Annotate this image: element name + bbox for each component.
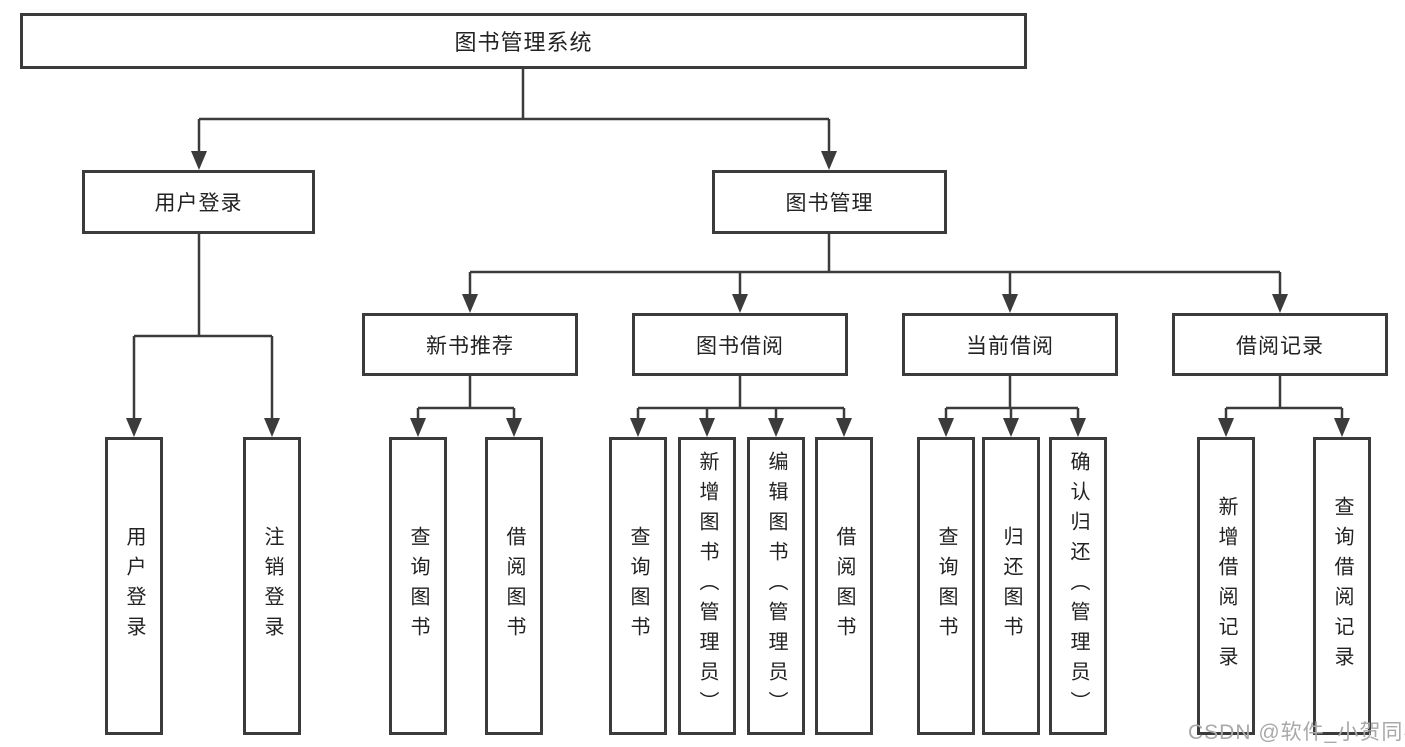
leaf-label: 查询借阅记录: [1331, 496, 1353, 676]
leaf-label: 用户登录: [123, 526, 145, 646]
arrowhead: [1334, 418, 1350, 437]
arrowhead: [462, 294, 478, 313]
leaf-label: 查询图书: [935, 526, 957, 646]
leaf-label: 借阅图书: [503, 526, 525, 646]
leaf-return-book: 归还图书: [982, 437, 1040, 735]
arrowhead: [699, 418, 715, 437]
node-borrowing-records: 借阅记录: [1172, 313, 1388, 376]
node-library-management-system: 图书管理系统: [20, 13, 1027, 69]
arrowhead: [732, 294, 748, 313]
arrowhead: [630, 418, 646, 437]
leaf-label: 确认归还（管理员）: [1067, 451, 1089, 721]
arrowhead: [836, 418, 852, 437]
leaf-label: 注销登录: [261, 526, 283, 646]
csdn-watermark: CSDN @软件_小贺同学: [1188, 721, 1405, 744]
leaf-query-books-recommend: 查询图书: [389, 437, 447, 735]
node-book-borrowing: 图书借阅: [632, 313, 848, 376]
arrowhead: [506, 418, 522, 437]
node-user-login: 用户登录: [82, 170, 315, 234]
leaf-label: 查询图书: [407, 526, 429, 646]
leaf-label: 归还图书: [1000, 526, 1022, 646]
node-book-management: 图书管理: [712, 170, 947, 234]
leaf-confirm-return-admin: 确认归还（管理员）: [1049, 437, 1107, 735]
arrowhead: [1070, 418, 1086, 437]
leaf-query-books-current: 查询图书: [917, 437, 975, 735]
leaf-label: 新增图书（管理员）: [696, 451, 718, 721]
arrowhead: [126, 418, 142, 437]
arrowhead: [1003, 418, 1019, 437]
arrowhead: [821, 151, 837, 170]
arrowhead: [191, 151, 207, 170]
node-current-borrowing: 当前借阅: [902, 313, 1118, 376]
leaf-user-login: 用户登录: [105, 437, 163, 735]
arrowhead: [1218, 418, 1234, 437]
arrowhead: [768, 418, 784, 437]
leaf-query-borrow-record: 查询借阅记录: [1313, 437, 1371, 735]
leaf-logout: 注销登录: [243, 437, 301, 735]
leaf-edit-book-admin: 编辑图书（管理员）: [747, 437, 805, 735]
arrowhead: [938, 418, 954, 437]
node-new-book-recommendation: 新书推荐: [362, 313, 578, 376]
arrowhead: [264, 418, 280, 437]
leaf-label: 查询图书: [627, 526, 649, 646]
arrowhead: [410, 418, 426, 437]
leaf-borrow-books-recommend: 借阅图书: [485, 437, 543, 735]
leaf-add-book-admin: 新增图书（管理员）: [678, 437, 736, 735]
leaf-label: 编辑图书（管理员）: [765, 451, 787, 721]
leaf-add-borrow-record: 新增借阅记录: [1197, 437, 1255, 735]
leaf-label: 新增借阅记录: [1215, 496, 1237, 676]
arrowhead: [1272, 294, 1288, 313]
arrowhead: [1002, 294, 1018, 313]
leaf-borrow-books: 借阅图书: [815, 437, 873, 735]
leaf-query-books-borrowing: 查询图书: [609, 437, 667, 735]
leaf-label: 借阅图书: [833, 526, 855, 646]
